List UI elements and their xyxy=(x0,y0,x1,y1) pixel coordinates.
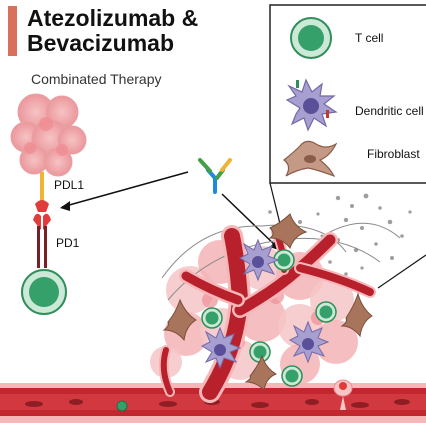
t-cell-icon xyxy=(249,341,271,363)
t-cell-icon xyxy=(201,307,223,329)
pdl1-receptor-icon xyxy=(35,172,49,212)
pd1-label: PD1 xyxy=(56,236,80,250)
pd1-receptor-icon xyxy=(33,213,51,268)
title-accent-bar xyxy=(8,6,17,56)
fibroblast-icon xyxy=(340,292,373,338)
blood-vessel xyxy=(0,383,426,423)
legend-fibroblast-label: Fibroblast xyxy=(367,147,420,161)
antibody-icon xyxy=(198,158,232,194)
tumor-dendritic-cells xyxy=(200,238,330,370)
fibroblast-icon xyxy=(244,354,278,392)
tumor-cell-cluster-icon xyxy=(10,93,87,177)
legend-dendritic-cell-label: Dendritic cell xyxy=(355,104,424,118)
tumor-fibroblasts xyxy=(162,213,373,392)
t-cell-icon xyxy=(21,269,67,315)
dendritic-cell-icon xyxy=(238,238,280,282)
dendritic-cell-legend-icon xyxy=(285,78,338,132)
angiogenesis-branches xyxy=(158,225,376,403)
pdl1-label: PDL1 xyxy=(54,178,85,192)
dendritic-cell-icon xyxy=(288,320,330,364)
title-line-1: Atezolizumab & xyxy=(27,5,199,31)
fibroblast-legend-icon xyxy=(283,140,338,178)
title-line-2: Bevacizumab xyxy=(27,30,175,56)
fibroblast-icon xyxy=(268,213,308,250)
arrow-to-pathway xyxy=(60,171,189,211)
legend-t-cell-label: T cell xyxy=(355,31,384,45)
subtitle: Combinated Therapy xyxy=(31,71,162,87)
tumor-t-cells xyxy=(201,249,337,387)
legend-box xyxy=(269,4,426,184)
fibroblast-icon xyxy=(162,298,197,342)
dendritic-cell-icon xyxy=(200,326,242,370)
t-cell-legend-icon xyxy=(290,17,332,59)
t-cell-icon xyxy=(315,301,337,323)
extravasating-cell-icon xyxy=(333,379,353,410)
t-cell-icon xyxy=(281,365,303,387)
